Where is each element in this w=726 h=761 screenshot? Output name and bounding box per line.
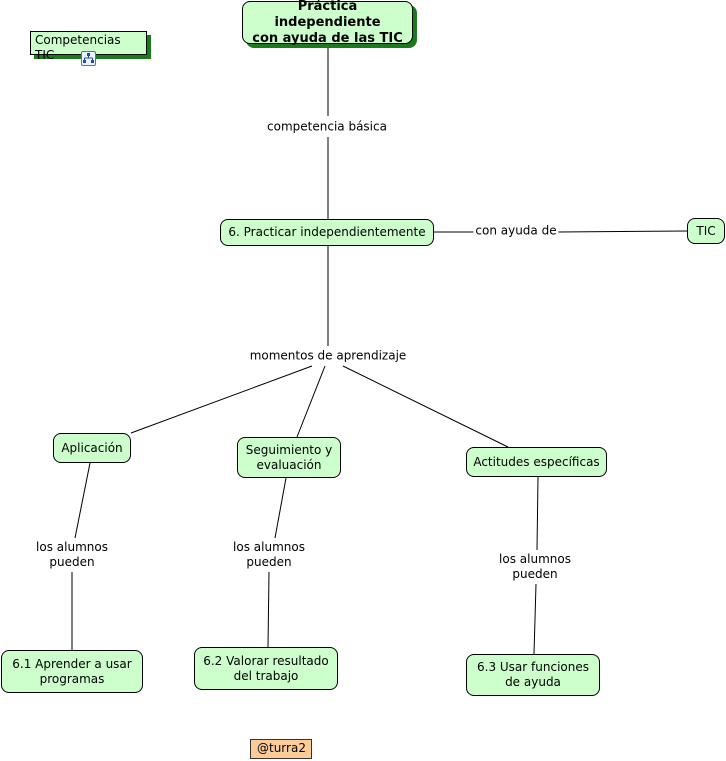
edge-momentos-aplicacion bbox=[130, 365, 313, 434]
concept-aplicacion-text: Aplicación bbox=[61, 440, 123, 455]
concept-tic-text: TIC bbox=[696, 223, 716, 238]
concept-6-1-text: 6.1 Aprender a usar programas bbox=[12, 656, 132, 686]
concept-6-3-text: 6.3 Usar funciones de ayuda bbox=[477, 660, 589, 689]
link-momentos-de-aprendizaje: momentos de aprendizaje bbox=[247, 348, 409, 364]
edge-aplicacion-alumnos1 bbox=[74, 462, 91, 539]
concept-actitudes-text: Actitudes específicas bbox=[473, 454, 600, 469]
concept-6-3[interactable]: 6.3 Usar funciones de ayuda bbox=[466, 654, 600, 696]
concept-actitudes[interactable]: Actitudes específicas bbox=[466, 447, 607, 477]
edge-momentos-seguimiento bbox=[296, 365, 326, 438]
edge-conayuda-tic bbox=[557, 230, 688, 233]
concept-6-1[interactable]: 6.1 Aprender a usar programas bbox=[1, 650, 143, 693]
edge-momentos-actitudes bbox=[342, 365, 509, 448]
edge-alumnos2-n62 bbox=[267, 571, 270, 648]
concept-practicar-text: 6. Practicar independientemente bbox=[228, 225, 426, 239]
concept-map-icon[interactable] bbox=[81, 51, 96, 66]
concept-aplicacion[interactable]: Aplicación bbox=[53, 433, 131, 463]
author-tag: @turra2 bbox=[250, 739, 312, 759]
concept-seguimiento-text: Seguimiento y evaluación bbox=[245, 442, 333, 472]
concept-6-2-text: 6.2 Valorar resultado del trabajo bbox=[203, 653, 329, 683]
resource-label-text: Competencias TIC bbox=[35, 33, 121, 62]
concept-title[interactable]: Práctica independiente con ayuda de las … bbox=[242, 0, 413, 46]
resource-label-competencias-tic[interactable]: Competencias TIC bbox=[30, 31, 147, 62]
concept-practicar[interactable]: 6. Practicar independientemente bbox=[220, 219, 434, 246]
concept-seguimiento[interactable]: Seguimiento y evaluación bbox=[237, 437, 341, 478]
concept-title-text: Práctica independiente con ayuda de las … bbox=[252, 0, 403, 46]
edge-alumnos3-n63 bbox=[533, 583, 537, 655]
link-competencia-basica: competencia básica bbox=[265, 119, 389, 135]
link-los-alumnos-pueden-1: los alumnos pueden bbox=[34, 540, 110, 570]
link-con-ayuda-de: con ayuda de bbox=[473, 223, 559, 239]
edge-seguimiento-alumnos2 bbox=[274, 477, 287, 539]
concept-6-2[interactable]: 6.2 Valorar resultado del trabajo bbox=[194, 647, 338, 690]
edge-actitudes-alumnos3 bbox=[536, 476, 539, 551]
link-los-alumnos-pueden-2: los alumnos pueden bbox=[231, 540, 307, 570]
link-los-alumnos-pueden-3: los alumnos pueden bbox=[497, 552, 573, 582]
concept-tic[interactable]: TIC bbox=[687, 218, 725, 244]
author-tag-text: @turra2 bbox=[257, 741, 306, 755]
